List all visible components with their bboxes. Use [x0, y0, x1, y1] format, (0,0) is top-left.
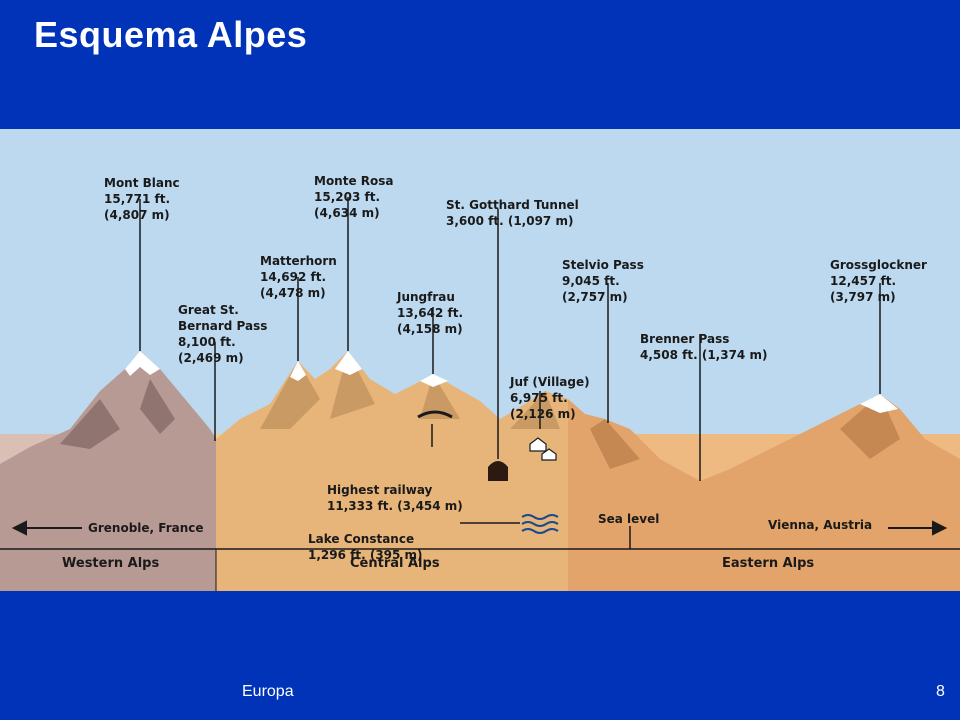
region-eastern-alps: Eastern Alps [722, 556, 815, 571]
alps-illustration [0, 129, 960, 591]
label-juf: Juf (Village)6,975 ft.(2,126 m) [510, 375, 590, 421]
label-sea-level: Sea level [598, 512, 660, 526]
page-number: 8 [936, 683, 945, 700]
lake-icon [521, 514, 559, 534]
railway-icon [417, 410, 453, 419]
direction-arrows [11, 520, 948, 536]
label-west-arrow: Grenoble, France [88, 521, 204, 535]
tunnel-icon [488, 461, 508, 481]
central-snow [290, 351, 448, 387]
slide-title: Esquema Alpes [34, 14, 308, 55]
footer-label: Europa [242, 683, 294, 700]
region-central-alps: Central Alps [350, 556, 440, 571]
leader-lines [139, 197, 881, 549]
label-east-arrow: Vienna, Austria [768, 518, 873, 532]
village-icon [529, 437, 557, 461]
grossglockner-snow [860, 394, 898, 413]
region-western-alps: Western Alps [62, 556, 160, 571]
mont-blanc-snow [125, 351, 160, 376]
